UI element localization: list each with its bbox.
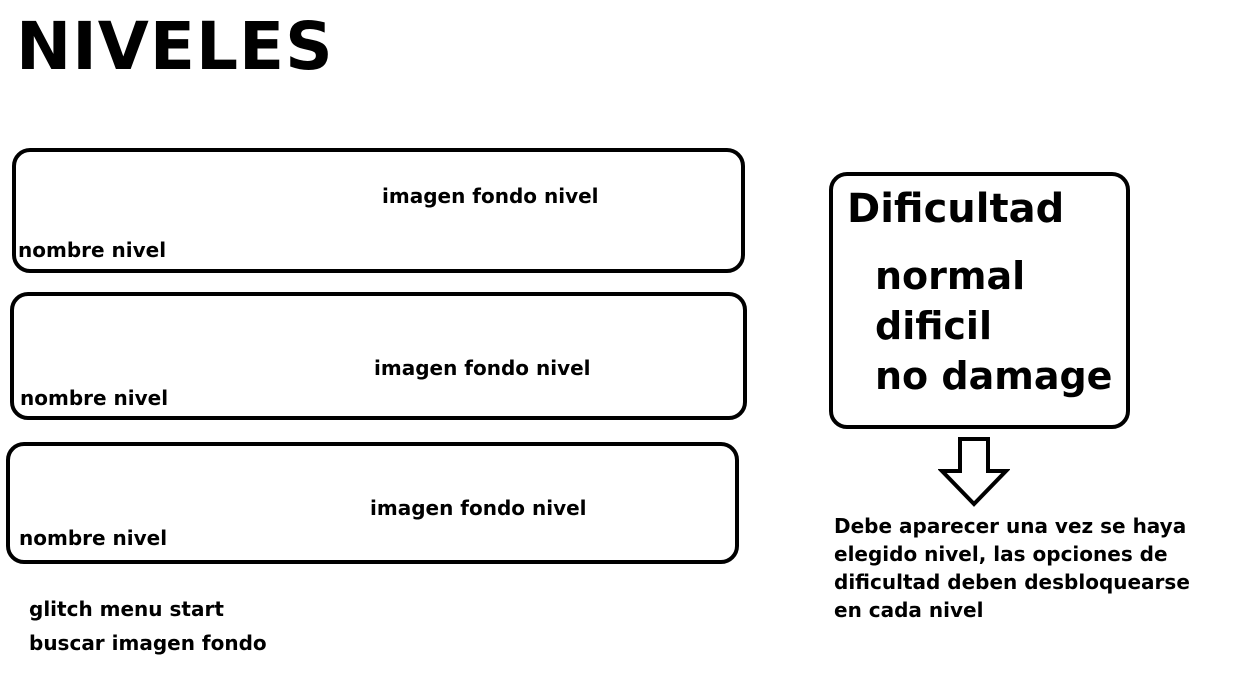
footer-notes: glitch menu start buscar imagen fondo [29,592,267,660]
page-title: NIVELES [16,8,334,85]
difficulty-note: Debe aparecer una vez se haya elegido ni… [834,514,1190,622]
footer-note: glitch menu start [29,597,224,621]
difficulty-option-dificil[interactable]: dificil [875,304,992,348]
difficulty-title: Dificultad [847,186,1065,232]
level-name-label: nombre nivel [20,386,169,410]
level-name-label: nombre nivel [18,238,167,262]
level-name-label: nombre nivel [19,526,168,550]
down-arrow-icon [938,437,1010,507]
level-card[interactable]: imagen fondo nivel nombre nivel [12,148,745,273]
level-background-image-label: imagen fondo nivel [370,496,587,520]
level-card[interactable]: imagen fondo nivel nombre nivel [6,442,739,564]
level-background-image-label: imagen fondo nivel [382,184,599,208]
difficulty-option-no-damage[interactable]: no damage [875,354,1113,398]
level-background-image-label: imagen fondo nivel [374,356,591,380]
footer-note: buscar imagen fondo [29,631,267,655]
difficulty-option-normal[interactable]: normal [875,254,1026,298]
difficulty-panel: Dificultad normal dificil no damage [829,172,1130,429]
level-card[interactable]: imagen fondo nivel nombre nivel [10,292,747,420]
